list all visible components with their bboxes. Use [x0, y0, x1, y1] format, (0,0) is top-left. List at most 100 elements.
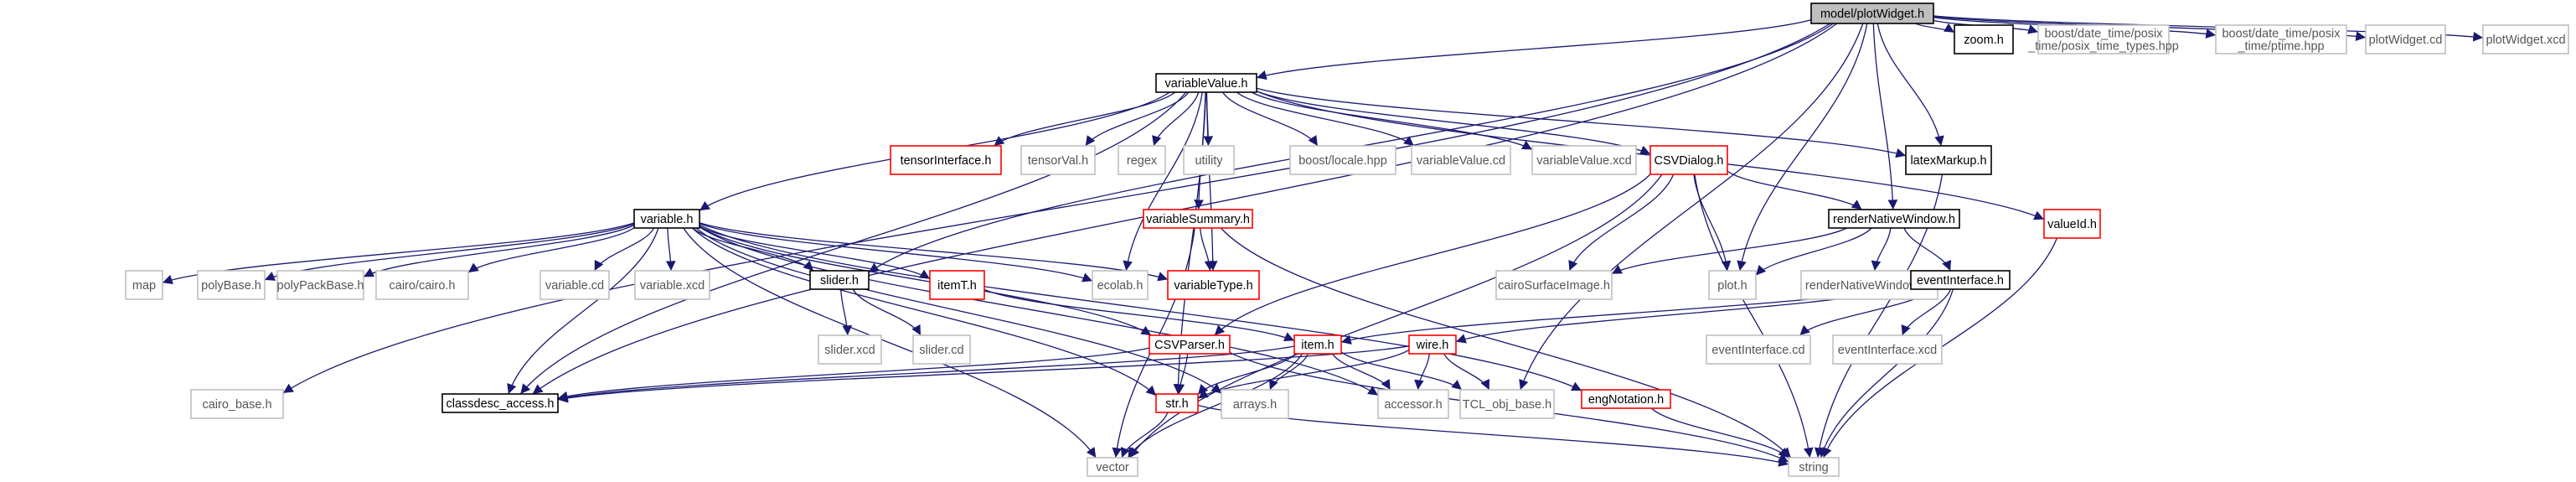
node-plotWidget-cd: plotWidget.cd — [2365, 24, 2446, 54]
node-classdesc-access-h[interactable]: classdesc_access.h — [441, 393, 559, 413]
node-arrays-h: arrays.h — [1221, 389, 1289, 419]
node-label: wire.h — [1416, 339, 1449, 352]
node-CSVDialog-h[interactable]: CSVDialog.h — [1649, 145, 1728, 175]
edge-wire_h-to-str_h — [1197, 349, 1410, 399]
edge-str_h-to-vector — [1120, 412, 1169, 459]
node-renderNativeWindow-h[interactable]: renderNativeWindow.h — [1828, 209, 1960, 229]
node-label: variableType.h — [1174, 279, 1252, 293]
edge-variable_h-to-arrays_h — [695, 227, 1222, 394]
node-label: cairo_base.h — [202, 398, 271, 412]
node-variableValue-h[interactable]: variableValue.h — [1155, 73, 1257, 93]
node-label: str.h — [1165, 397, 1188, 411]
node-variable-h[interactable]: variable.h — [633, 209, 700, 229]
node-box — [1020, 145, 1096, 175]
node-TCL-obj-base-h: TCL_obj_base.h — [1459, 389, 1555, 419]
node-box — [1649, 145, 1728, 175]
node-label: renderNativeWindow.cd — [1805, 279, 1933, 293]
node-label: boost/date_time/posix — [2222, 27, 2341, 40]
node-label: plotWidget.cd — [2369, 34, 2443, 47]
edge-variable_h-to-ecolab_h — [699, 223, 1093, 282]
node-box — [1221, 389, 1289, 419]
edge-variableValue_h-to-variableType_h — [1205, 91, 1218, 272]
node-box — [1118, 145, 1166, 175]
node-box — [1377, 389, 1449, 419]
node-box — [1155, 73, 1257, 93]
edge-item_h-to-accessor_h — [1332, 353, 1391, 391]
node-accessor-h: accessor.h — [1377, 389, 1449, 419]
node-tensorInterface-h[interactable]: tensorInterface.h — [890, 145, 1002, 175]
node-box — [1910, 270, 2011, 290]
edge-wire_h-to-classdesc_access_h — [557, 345, 1410, 403]
edge-variable_h-to-itemT_h — [699, 225, 931, 280]
node-item-h[interactable]: item.h — [1293, 334, 1342, 355]
node-box — [441, 393, 559, 413]
node-plotWidget-h[interactable]: model/plotWidget.h — [1810, 3, 1934, 24]
edge-plotWidget_h-to-classdesc_access_h — [532, 23, 1838, 395]
node-label: variable.h — [641, 213, 694, 226]
node-layer: model/plotWidget.h variableValue.h zoom.h b… — [125, 3, 2569, 477]
edge-CSVParser_h-to-classdesc_access_h — [557, 347, 1150, 402]
edge-variable_h-to-accessor_h — [699, 226, 1379, 396]
node-box — [809, 270, 870, 290]
node-zoom-h[interactable]: zoom.h — [1954, 24, 2014, 54]
edge-variable_h-to-classdesc_access_h — [507, 227, 659, 395]
node-box — [2365, 24, 2446, 54]
node-latexMarkup-h[interactable]: latexMarkup.h — [1905, 145, 1992, 175]
edge-engNotation_h-to-string — [1650, 407, 1789, 459]
node-variableSummary-h[interactable]: variableSummary.h — [1143, 209, 1253, 229]
node-label: polyBase.h — [201, 279, 261, 293]
node-cairo-base-h: cairo_base.h — [190, 389, 284, 419]
edge-plotWidget_h-to-plot_h — [1737, 23, 1868, 272]
node-variableType-h[interactable]: variableType.h — [1167, 270, 1260, 300]
node-label: arrays.h — [1233, 398, 1277, 412]
edge-item_h-to-classdesc_access_h — [557, 345, 1295, 402]
node-engNotation-h[interactable]: engNotation.h — [1581, 389, 1671, 409]
edge-variableValue_h-to-regex — [1152, 91, 1200, 147]
node-label: regex — [1127, 154, 1158, 168]
node-label: CSVParser.h — [1154, 339, 1225, 352]
node-box — [1828, 209, 1960, 229]
node-label: _time/posix_time_types.hpp — [2027, 39, 2179, 53]
node-box — [912, 334, 971, 365]
node-box — [1905, 145, 1992, 175]
node-box — [633, 209, 700, 229]
node-box — [1954, 24, 2014, 54]
node-label: tensorVal.h — [1028, 154, 1088, 168]
node-box — [1408, 334, 1457, 355]
node-eventInterface-h[interactable]: eventInterface.h — [1910, 270, 2011, 290]
node-label: string — [1799, 461, 1828, 474]
node-label: accessor.h — [1384, 398, 1442, 412]
node-box — [1143, 209, 1253, 229]
edge-renderNativeWindow_h-to-plot_h — [1755, 227, 1872, 276]
edge-variableValue_h-to-tensorInterface_h — [994, 91, 1176, 147]
edge-CSVDialog_h-to-string — [1694, 174, 1814, 459]
node-label: utility — [1195, 154, 1223, 168]
node-itemT-h[interactable]: itemT.h — [929, 270, 985, 300]
edge-variable_h-to-vector — [683, 227, 1097, 459]
node-label: tensorInterface.h — [901, 154, 992, 168]
node-label: eventInterface.cd — [1711, 344, 1804, 357]
node-label: eventInterface.xcd — [1838, 344, 1938, 357]
node-str-h[interactable]: str.h — [1155, 393, 1199, 413]
node-box — [1087, 457, 1138, 477]
node-label: plot.h — [1717, 279, 1747, 293]
node-label: model/plotWidget.h — [1820, 8, 1924, 21]
node-label: boost/locale.hpp — [1298, 154, 1387, 168]
edge-slider_h-to-slider_cd — [852, 288, 921, 336]
node-eventInterface-xcd: eventInterface.xcd — [1832, 334, 1943, 365]
edge-variableValue_h-to-locale — [1221, 91, 1319, 147]
edge-renderNativeWindow_h-to-eventInterface_h — [1903, 227, 1952, 272]
edge-variableValue_h-to-classdesc_access_h — [519, 91, 1187, 395]
node-label: TCL_obj_base.h — [1463, 398, 1551, 412]
node-CSVParser-h[interactable]: CSVParser.h — [1149, 334, 1231, 355]
edge-variableValue_h-to-ecolab_h — [1123, 91, 1203, 272]
node-box — [2043, 209, 2101, 239]
node-posix-time-types: boost/date_time/posix_time/posix_time_ty… — [2027, 24, 2179, 54]
edge-slider_h-to-slider_xcd — [840, 288, 853, 336]
node-label: CSVDialog.h — [1654, 154, 1723, 168]
node-slider-h[interactable]: slider.h — [809, 270, 870, 290]
node-valueId-h[interactable]: valueId.h — [2043, 209, 2101, 239]
edge-plotWidget_h-to-zoom_h — [1915, 23, 1955, 34]
node-wire-h[interactable]: wire.h — [1408, 334, 1457, 355]
